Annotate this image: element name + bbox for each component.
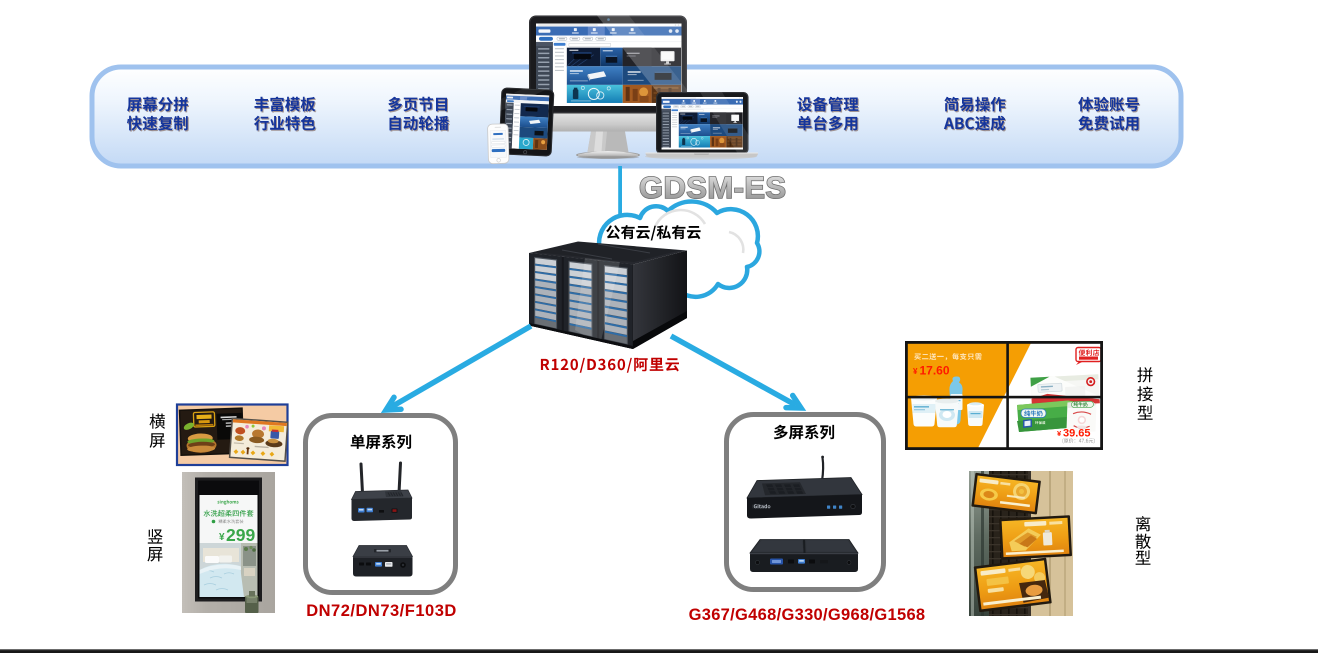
svg-text:¥: ¥ bbox=[219, 532, 225, 543]
svg-text:G367/G468/G330/G968/G1568: G367/G468/G330/G968/G1568 bbox=[689, 606, 926, 624]
svg-text:299: 299 bbox=[226, 525, 255, 545]
svg-text:¥: ¥ bbox=[913, 367, 918, 376]
svg-text:¥: ¥ bbox=[1057, 429, 1062, 438]
svg-text:DN72/DN73/F103D: DN72/DN73/F103D bbox=[306, 602, 457, 620]
svg-text:39.65: 39.65 bbox=[1063, 428, 1091, 440]
svg-text:17.60: 17.60 bbox=[920, 364, 950, 378]
svg-text:GDSM-ES: GDSM-ES bbox=[639, 170, 786, 205]
